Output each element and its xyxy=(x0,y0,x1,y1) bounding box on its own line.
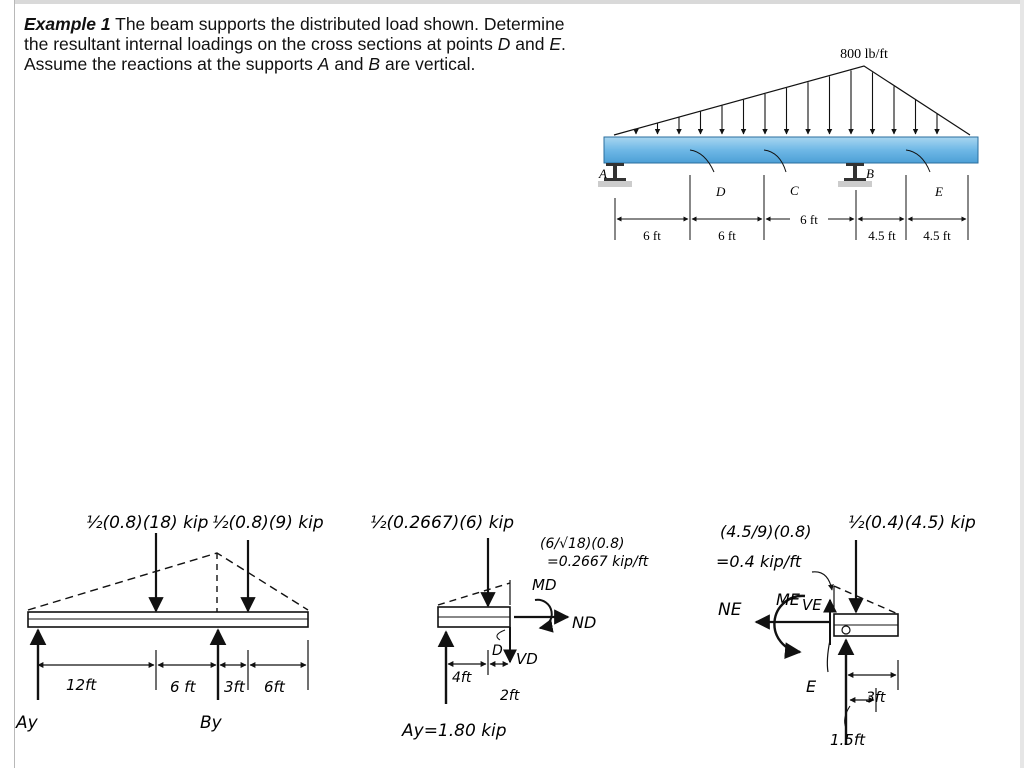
problem-line-3: Assume the reactions at the supports A a… xyxy=(24,54,664,74)
force1-label: ½(0.8)(18) kip xyxy=(86,513,209,533)
fbd3-intensity: =0.4 kip/ft xyxy=(716,552,802,571)
point-d-label: D xyxy=(715,184,726,199)
fbd2-dims xyxy=(447,650,509,675)
fbd3-load-outline xyxy=(833,585,899,615)
fbd1-dim3: 3ft xyxy=(224,678,246,696)
fbd2-point-d: D xyxy=(492,643,503,659)
fbd-whole-beam: ½(0.8)(18) kip ½(0.8)(9) kip 12ft 6 ft 3… xyxy=(15,513,324,733)
fbd3-point-e: E xyxy=(806,677,817,696)
force2-label: ½(0.8)(9) kip xyxy=(212,513,324,533)
section-c-marker xyxy=(763,149,787,173)
fbd3-force-b: ½(0.4)(4.5) kip xyxy=(848,513,976,533)
point-b-label: B xyxy=(866,166,874,181)
fbd3-dims xyxy=(847,660,899,712)
dim-label-4: 4.5 ft xyxy=(868,228,896,243)
normal-e-label: NE xyxy=(718,600,742,620)
moment-e-arrow xyxy=(773,594,806,659)
load-arrows xyxy=(633,70,940,135)
example-heading: Example 1 xyxy=(24,14,111,34)
fbd2-intensity-b: =0.2667 kip/ft xyxy=(547,554,649,570)
moment-d-label: MD xyxy=(532,576,557,594)
dim-label-1: 6 ft xyxy=(643,228,661,243)
problem-text-3b: and xyxy=(329,54,369,74)
dim-label-3: 6 ft xyxy=(800,212,818,227)
dim-label-2: 6 ft xyxy=(718,228,736,243)
problem-point-d: D xyxy=(497,34,511,54)
window-top-border xyxy=(0,0,1024,4)
fbd1-dim1: 12ft xyxy=(66,676,97,694)
problem-line-1: Example 1 The beam supports the distribu… xyxy=(24,14,664,34)
problem-text-2b: and xyxy=(510,34,550,54)
moment-e-label: ME xyxy=(776,590,801,609)
problem-point-a: A xyxy=(317,54,330,74)
problem-line-2: the resultant internal loadings on the c… xyxy=(24,34,664,54)
fbd2-load-outline xyxy=(437,582,511,606)
shear-e-label: VE xyxy=(802,596,822,614)
normal-d-label: ND xyxy=(572,613,596,632)
reaction-b-label: By xyxy=(200,713,223,733)
problem-text-3c: are vertical. xyxy=(380,54,476,74)
reaction-a-label: Ay xyxy=(15,713,39,733)
load-outline-dashed xyxy=(27,552,309,611)
problem-point-b: B xyxy=(368,54,381,74)
distributed-load-outline xyxy=(613,65,971,136)
fbd1-dim4: 6ft xyxy=(264,678,286,696)
beam-body xyxy=(603,136,979,164)
fbd3-dim1: 3ft xyxy=(866,690,886,706)
moment-d-arrow xyxy=(534,598,554,633)
problem-point-e: E xyxy=(549,34,562,54)
problem-text-3a: Assume the reactions at the supports xyxy=(24,54,318,74)
problem-text-2c: . xyxy=(561,34,566,54)
support-b xyxy=(838,163,872,187)
section-e-marker xyxy=(905,149,931,173)
fbd3-force-a: (4.5/9)(0.8) xyxy=(720,522,811,541)
fbd2-reaction-label: Ay=1.80 kip xyxy=(401,721,507,741)
problem-text-1: The beam supports the distributed load s… xyxy=(115,14,565,34)
point-e-label: E xyxy=(934,184,943,199)
load-intensity-label: 800 lb/ft xyxy=(840,47,888,62)
point-c-label: C xyxy=(790,183,799,198)
section-d-marker xyxy=(689,149,715,173)
fbd1-dim2: 6 ft xyxy=(170,678,197,696)
window-left-border xyxy=(0,0,15,768)
fbd2-intensity-a: (6/√18)(0.8) xyxy=(540,536,624,552)
dimension-lines xyxy=(614,175,969,240)
fbd2-dim1: 4ft xyxy=(452,670,472,686)
fbd2-force-label: ½(0.2667)(6) kip xyxy=(370,513,514,533)
shear-d-label: VD xyxy=(516,650,538,668)
fbd1-dims xyxy=(37,640,309,690)
dim-label-5: 4.5 ft xyxy=(923,228,951,243)
fbd-segment-d: ½(0.2667)(6) kip (6/√18)(0.8) =0.2667 ki… xyxy=(370,513,649,741)
point-a-label: A xyxy=(598,166,607,181)
problem-text-2a: the resultant internal loadings on the c… xyxy=(24,34,498,54)
problem-statement: Example 1 The beam supports the distribu… xyxy=(24,14,664,74)
textbook-beam-figure: 800 lb/ft A B D C E xyxy=(598,47,979,243)
fbd3-dim2: 1.5ft xyxy=(830,731,866,749)
fbd2-dim2: 2ft xyxy=(500,688,520,704)
fbd-segment-e: (4.5/9)(0.8) ½(0.4)(4.5) kip =0.4 kip/ft… xyxy=(716,513,976,749)
window-right-border xyxy=(1020,0,1024,768)
support-a xyxy=(598,163,632,187)
support-b-pin xyxy=(841,625,851,635)
